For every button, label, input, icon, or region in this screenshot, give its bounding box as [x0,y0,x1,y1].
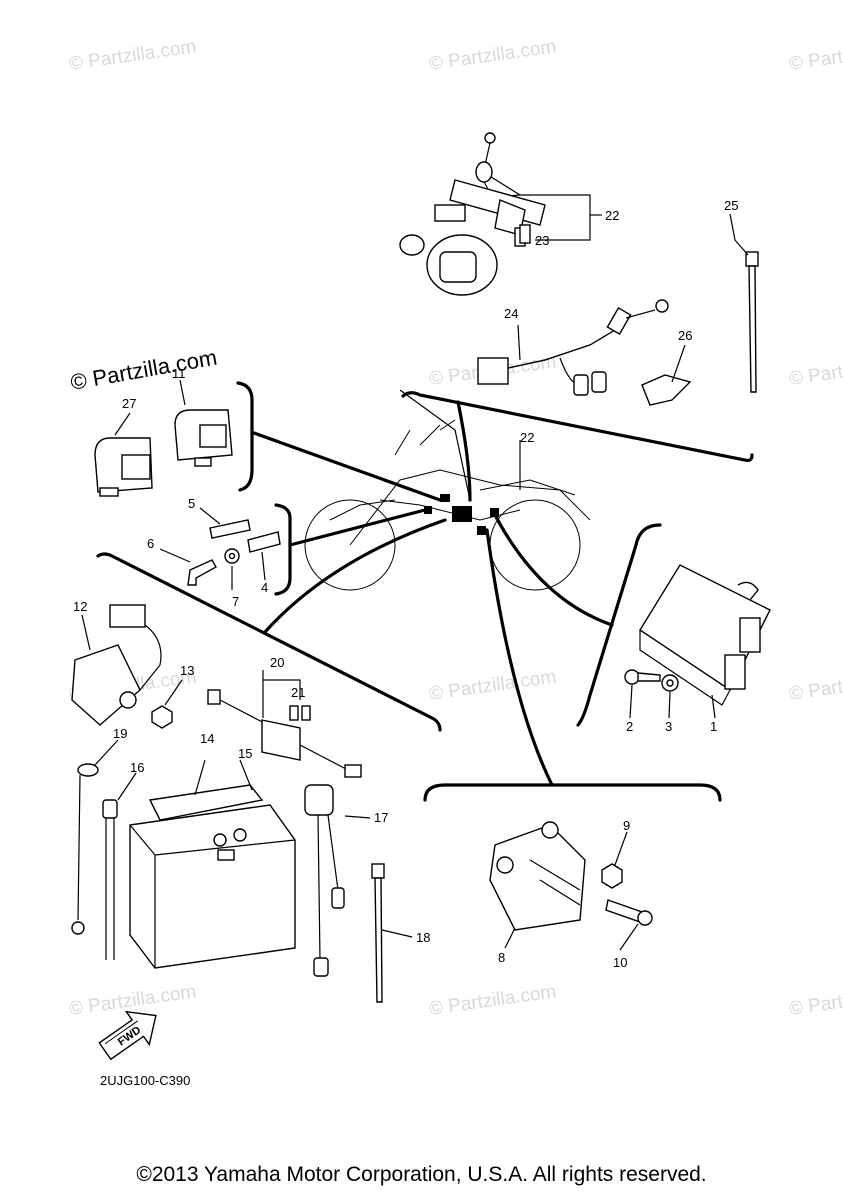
callout-11: 11 [172,366,186,381]
callout-13: 13 [180,663,194,678]
callout-21: 21 [291,685,305,700]
callout-17: 17 [374,810,388,825]
callout-20: 20 [270,655,284,670]
callout-16: 16 [130,760,144,775]
callout-25: 25 [724,198,738,213]
callout-19: 19 [113,726,127,741]
ecu-part [639,564,771,706]
callout-7: 7 [232,594,239,609]
callout-18: 18 [416,930,430,945]
bolt-part [601,863,653,926]
callout-12: 12 [73,599,87,614]
watermark-main: © Partzilla.com [69,345,219,395]
callout-6: 6 [147,536,154,551]
screw-part [624,669,679,692]
callout-labels: 1 2 3 4 5 6 7 8 9 10 11 12 13 14 15 16 1… [73,198,738,970]
callout-1: 1 [710,719,717,734]
battery-cable-part [71,763,118,960]
watermark: © Partzilla.com [788,351,843,390]
callout-10: 10 [613,955,627,970]
battery-part [129,784,296,969]
clamp-part [641,374,692,406]
watermark: © Partzilla.com [788,666,843,705]
callout-27: 27 [122,396,136,411]
sensor-part [207,689,362,778]
parts-drawings [71,132,771,1003]
cable-tie-part [745,251,759,393]
callout-22: 22 [605,208,619,223]
callout-2: 2 [626,719,633,734]
callout-26: 26 [678,328,692,343]
copyright-notice: ©2013 Yamaha Motor Corporation, U.S.A. A… [136,1163,707,1186]
group-connectors [96,174,754,802]
watermark: © Partzilla.com [428,666,558,705]
callout-22: 22 [520,430,534,445]
watermark: © Partzilla.com [788,36,843,75]
callout-8: 8 [498,950,505,965]
watermark: © Partzilla.com [68,36,198,75]
callout-24: 24 [504,306,518,321]
relay-part [94,437,153,497]
cable-tie-part [371,863,385,1003]
callout-9: 9 [623,818,630,833]
callout-3: 3 [665,719,672,734]
watermark: © Partzilla.com [788,981,843,1020]
center-ecu-marker [452,506,472,522]
sub-harness-part [477,299,669,396]
callout-14: 14 [200,731,214,746]
nut-part [151,705,173,729]
rectifier-part [489,821,586,931]
callout-4: 4 [261,580,268,595]
callout-23: 23 [535,233,549,248]
watermark: © Partzilla.com [428,981,558,1020]
callout-15: 15 [238,746,252,761]
starter-relay-part [71,604,162,726]
fitting-parts [187,519,281,586]
relay-part [174,409,233,467]
callout-leaders [81,213,749,951]
fuse-holder-part [304,784,345,977]
wire-harness-part [399,132,546,296]
callout-5: 5 [188,496,195,511]
watermark: © Partzilla.com [428,36,558,75]
diagram-reference: 2UJG100-C390 [100,1073,190,1088]
fwd-arrow-icon: FWD [98,1010,157,1061]
